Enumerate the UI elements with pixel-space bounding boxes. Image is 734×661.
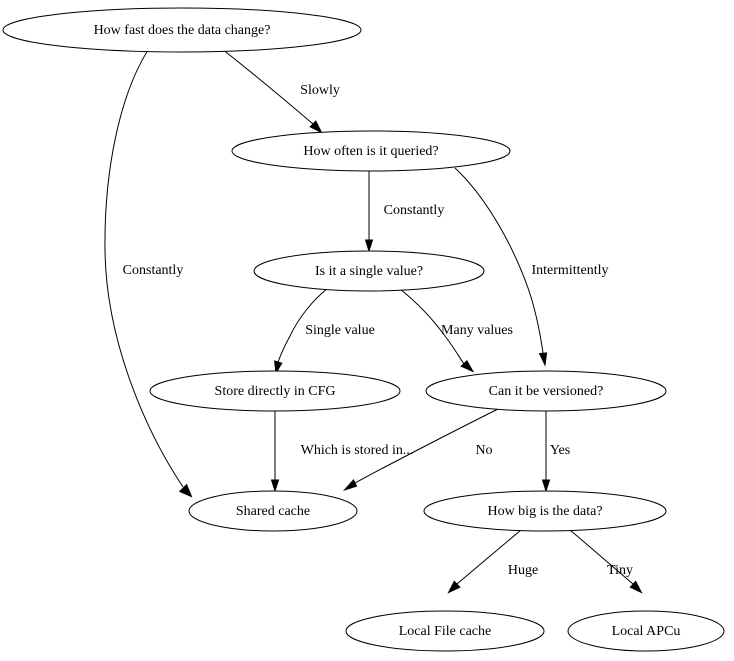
arrowhead-icon	[364, 239, 374, 253]
edge-how-fast-to-shared-cache: Constantly	[104, 49, 193, 498]
edge-path	[104, 49, 184, 488]
node-shape[interactable]	[2, 7, 362, 53]
node-label: Is it a single value?	[315, 264, 423, 279]
edge-label: Yes	[550, 443, 570, 458]
edge-single-value-to-store-cfg: Single value	[274, 287, 375, 375]
node-shared-cache[interactable]: Shared cache	[188, 490, 358, 532]
node-shape[interactable]	[149, 370, 401, 412]
node-shape[interactable]	[253, 250, 485, 292]
edge-single-value-to-versioned: Many values	[399, 288, 513, 373]
edge-how-fast-to-how-often: Slowly	[221, 48, 340, 134]
edge-path	[454, 167, 544, 354]
node-can-it-be-versioned[interactable]: Can it be versioned?	[425, 370, 667, 412]
node-label: How big is the data?	[487, 504, 602, 519]
edge-label: Constantly	[384, 203, 445, 218]
edge-versioned-to-how-big: Yes	[541, 411, 570, 493]
edge-path	[354, 406, 503, 484]
node-shape[interactable]	[567, 610, 725, 652]
node-shape[interactable]	[231, 130, 511, 172]
edge-label: Huge	[508, 563, 538, 578]
node-label: How fast does the data change?	[94, 23, 271, 38]
arrowhead-icon	[460, 360, 475, 373]
edge-label: Single value	[305, 323, 375, 338]
node-shape[interactable]	[188, 490, 358, 532]
edge-path	[456, 529, 522, 585]
edge-path	[399, 288, 465, 365]
edge-how-often-to-versioned: Intermittently	[454, 167, 609, 367]
arrowhead-icon	[270, 479, 280, 493]
edge-label: Many values	[441, 323, 513, 338]
node-label: Can it be versioned?	[489, 384, 604, 399]
node-label: How often is it queried?	[303, 144, 438, 159]
node-how-big-is-the-data[interactable]: How big is the data?	[423, 490, 667, 532]
node-is-it-a-single-value[interactable]: Is it a single value?	[253, 250, 485, 292]
arrowhead-icon	[447, 580, 461, 594]
node-how-often[interactable]: How often is it queried?	[231, 130, 511, 172]
arrowhead-icon	[178, 483, 193, 498]
arrowhead-icon	[629, 580, 643, 594]
node-local-file-cache[interactable]: Local File cache	[345, 610, 545, 652]
edge-path	[221, 48, 314, 125]
node-label: Local File cache	[399, 624, 492, 639]
edge-how-big-to-local-apcu: Tiny	[569, 529, 643, 594]
node-label: Shared cache	[236, 504, 310, 519]
arrowhead-icon	[541, 479, 551, 493]
node-local-apcu[interactable]: Local APCu	[567, 610, 725, 652]
edge-path	[569, 529, 634, 585]
edge-path	[277, 287, 329, 363]
node-label: Store directly in CFG	[215, 384, 336, 399]
edge-label: Tiny	[607, 563, 633, 578]
node-label: Local APCu	[612, 624, 681, 639]
edge-label: Slowly	[300, 83, 340, 98]
node-shape[interactable]	[423, 490, 667, 532]
edge-label: Intermittently	[532, 263, 609, 278]
edge-label: No	[475, 443, 492, 458]
edge-versioned-to-shared-cache: No	[342, 406, 503, 492]
node-store-directly-in-cfg[interactable]: Store directly in CFG	[149, 370, 401, 412]
arrowhead-icon	[274, 360, 283, 375]
edge-label: Constantly	[123, 263, 184, 278]
edge-store-cfg-to-shared-cache: Which is stored in...	[270, 411, 414, 493]
arrowhead-icon	[538, 352, 548, 367]
node-how-fast[interactable]: How fast does the data change?	[2, 7, 362, 53]
node-shape[interactable]	[345, 610, 545, 652]
edge-label: Which is stored in...	[301, 443, 414, 458]
arrowhead-icon	[342, 479, 358, 492]
edge-how-often-to-single-value: Constantly	[364, 171, 445, 253]
node-shape[interactable]	[425, 370, 667, 412]
arrowhead-icon	[309, 120, 323, 134]
edge-how-big-to-local-file-cache: Huge	[447, 529, 538, 594]
